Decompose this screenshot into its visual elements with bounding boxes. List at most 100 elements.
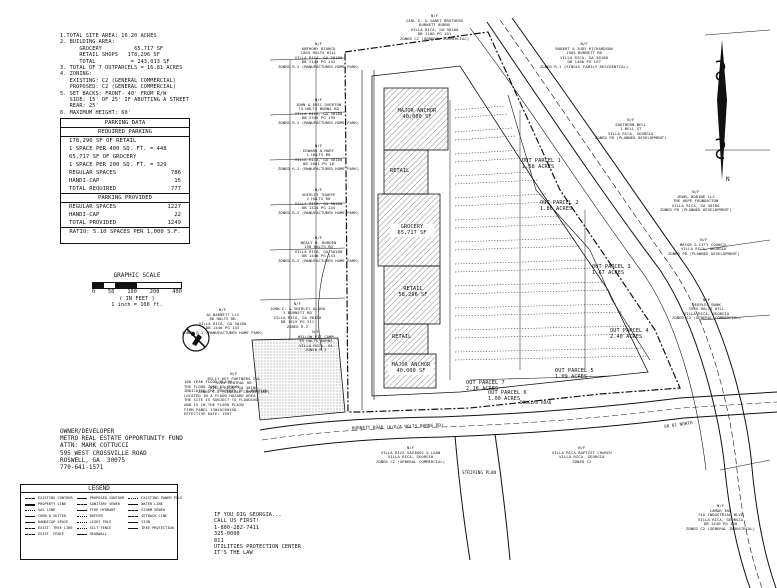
owner-right-1: N/F SOUTHERN BELL 1 BELL ST VILLA RICA, … <box>595 117 667 141</box>
graphic-scale-title: GRAPHIC SCALE <box>113 272 161 279</box>
building-shop-1 <box>383 149 429 195</box>
road-west-label: DOUGLAS ROAD <box>520 400 552 405</box>
owner-bottom-1: N/F VILLA RICA SAVINGS & LOAN VILLA RICA… <box>376 445 446 464</box>
owner-left-4: N/F SHIRLEY THARPE 2 HOLTS RD VILLA RICA… <box>278 187 360 215</box>
scale-bar <box>92 282 182 290</box>
label-mid-a: RETAIL <box>390 168 410 174</box>
legend-item: PROPOSED CONTOUR <box>76 496 124 501</box>
site-outline <box>371 65 649 397</box>
legend-item: SIGN <box>128 520 182 525</box>
site-data-line: SIDE: 15' OF 25' IF ABUTTING A STREET <box>60 97 189 104</box>
utilities-line: CALL US FIRST! <box>214 518 260 525</box>
owner-dev-line: OWNER/DEVELOPER <box>60 428 115 435</box>
legend-item: SILT FENCE <box>76 526 125 531</box>
legend-item: HANDICAP SPACE <box>25 520 73 525</box>
owner-dev-line: 770-641-1571 <box>60 464 104 472</box>
utilities-line: 811 <box>214 537 224 544</box>
legend-title: LEGEND <box>21 485 177 494</box>
legend-item: EXIST. FENCE <box>25 532 73 537</box>
owner-left-9: N/F BILLY KEY PARTNERS INC 1963 CENTRAL … <box>198 371 270 395</box>
owner-dev-line: METRO REAL ESTATE OPPORTUNITY FUND <box>60 435 183 443</box>
neighbor-lot-lines <box>259 57 346 340</box>
legend-item: EXISTING POWER POLE <box>128 496 182 501</box>
parking-field <box>449 100 647 380</box>
south-road-west <box>454 435 471 561</box>
legend-item: WATER LINE <box>128 502 182 507</box>
owner-top-2: N/F ROBERT & JUDY RICHARDSON 1965 BURNET… <box>540 41 629 69</box>
utilities-line: 1-800-282-7411 <box>214 524 260 531</box>
right-neighbor-lines <box>699 29 771 471</box>
site-data-line: RETAIL SHOPS 178,296 SF <box>60 52 160 59</box>
owner-left-5: N/F NEALY M. BURDEN 150 HOLTS RD VILLA R… <box>278 235 360 263</box>
site-data-line: 1.TOTAL SITE AREA: 16.20 ACRES <box>60 33 157 39</box>
site-data-line: 4. ZONING: <box>60 71 93 78</box>
legend-item: GAS LINE <box>25 508 73 513</box>
flood-note: 100 YEAR FLOOD PLAIN THE FLOOD ZONE IS S… <box>184 379 268 417</box>
site-data-line: 2. BUILDING AREA: <box>60 39 115 46</box>
owner-left-7: N/F JO BARNETT LLC 66 HOLTS RD VILLA RIC… <box>182 307 264 335</box>
owner-right-2: N/F JEWEL BODINE LLC THE HOPE FOUNDATION… <box>660 189 732 213</box>
property-boundary <box>344 31 681 413</box>
scale-tick: 0 <box>92 289 96 296</box>
scale-tick: 100 <box>127 289 137 296</box>
parking-title: PARKING DATA <box>61 119 189 128</box>
owner-dev-line: 595 WEST CROSSVILLE ROAD <box>60 449 147 457</box>
owner-top-1: N/F CARL S. & JANET BROTHERS BURNETT BUR… <box>400 13 470 41</box>
owner-dev-line: ATTN: MARK COTTUCCI <box>60 442 129 450</box>
building-strip <box>377 87 449 389</box>
owner-left-1: N/F ANTHONY BIANCO 1965 HOLTS HILL VILLA… <box>278 41 360 69</box>
legend-item: HEADWALL <box>76 532 125 537</box>
legend-item: CURB & GUTTER <box>25 514 73 519</box>
label-mid-b: RETAIL <box>392 334 412 340</box>
highway-edge-3 <box>511 17 777 588</box>
utilities-line: UTILITIES PROTECTION CENTER <box>214 544 302 551</box>
owner-left-6: N/F JOHN C. & SHIRLEY ALDEN 1 BURNETT RD… <box>270 301 325 329</box>
owner-right-4: N/F PEOPLES BANK 1965 HOLTS HILL VILLA R… <box>672 297 742 321</box>
site-data-line: GROCERY 65,717 SF <box>60 45 164 52</box>
call-before-dig-icon <box>182 324 210 352</box>
south-road-east <box>494 433 511 561</box>
legend-item: LIGHT POLE <box>76 520 125 525</box>
label-grocery: GROCERY 65,717 SF <box>390 224 434 237</box>
site-data-notes: 1.TOTAL SITE AREA: 16.20 ACRES 2. BUILDI… <box>60 33 189 116</box>
legend-item: EXIST. TREE LINE <box>25 526 73 531</box>
site-data-line: TOTAL = 243,013 SF <box>60 58 170 65</box>
main-road-south <box>263 411 777 453</box>
legend-item: FIRE HYDRANT <box>76 508 125 513</box>
parking-ratio: RATIO: 5.10 SPACES PER 1,000 S.F. <box>61 227 189 236</box>
label-major-anchor-bottom: MAJOR ANCHOR 40,000 SF <box>388 362 434 375</box>
parking-required-line: 1 SPACE PER 400 SQ. FT. = 448 <box>69 146 167 152</box>
graphic-scale: GRAPHIC SCALE 0 50 100 200 400 ( IN FEET… <box>92 272 182 308</box>
parking-required-line: 1 SPACE PER 200 SQ. FT. = 329 <box>69 162 167 168</box>
scale-unit: ( IN FEET ) <box>119 295 155 302</box>
building-shop-2 <box>383 265 441 325</box>
utilities-note: IF YOU DIG GEORGIA... CALL US FIRST! 1-8… <box>214 512 301 557</box>
legend-item: STORM SEWER <box>128 508 182 513</box>
owner-left-8: N/F WILLOW PIT CAMP 95 HOLTS BURNS VILLA… <box>298 329 334 353</box>
road-south-label: STRIPING PLAN <box>462 470 497 475</box>
north-arrow <box>715 40 727 180</box>
site-data-line: 3. TOTAL OF 7 OUTPARCELS = 16.81 ACRES <box>60 65 183 72</box>
legend-box: LEGEND EXISTING CONTOUR PROPOSED CONTOUR… <box>20 484 182 560</box>
main-road-center <box>261 401 777 441</box>
legend-item: SANITARY SEWER <box>76 502 125 507</box>
site-data-line: EXISTING: C2 (GENERAL COMMERCIAL) <box>60 77 177 84</box>
utilities-line: IT'S THE LAW <box>214 550 253 557</box>
parking-data-table: PARKING DATA REQUIRED PARKING 178,296 SF… <box>60 118 190 244</box>
scale-tick: 50 <box>108 289 115 296</box>
site-data-line: 5. SET BACKS: FRONT- 40' FROM R/W <box>60 90 167 97</box>
label-retail-a: RETAIL 58,296 SF <box>398 286 428 299</box>
scale-note: 1 inch = 100 ft. <box>111 302 163 309</box>
owner-left-3: N/F EDWARD & MARY 1 HOLTS RD VILLA RICA,… <box>278 143 360 171</box>
building-shop-3 <box>383 323 429 355</box>
